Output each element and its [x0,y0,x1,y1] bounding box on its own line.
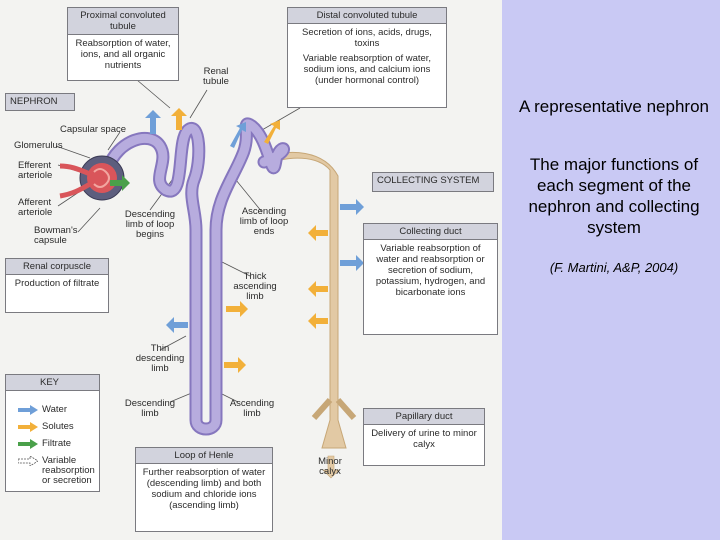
label-desc-begins: Descending limb of loop begins [124,209,176,240]
nephron-tag: NEPHRON [5,93,75,111]
pct-text: Reabsorption of water, ions, and all org… [75,38,171,71]
nephron-diagram [55,79,364,479]
solutes-key-icon [18,422,38,432]
papillary-duct-box: Papillary duct Delivery of urine to mino… [363,408,485,466]
key-filtrate-label: Filtrate [42,438,72,449]
filtrate-key-icon [18,439,38,449]
dct-text-2: Variable reabsorption of water, sodium i… [302,53,432,86]
key-variable-label: Variable reabsorption or secretion [42,455,95,486]
key-box: KEY Water Solutes Filtrate Variable reab… [5,374,100,492]
dct-title: Distal convoluted tubule [288,8,446,24]
loop-of-henle-title: Loop of Henle [136,448,272,464]
dct-text-1: Secretion of ions, acids, drugs, toxins [302,27,432,49]
label-efferent: Efferent arteriole [18,160,53,181]
glomerulus-shape [59,155,125,201]
solute-arrow [226,301,248,317]
papillary-duct-text: Delivery of urine to minor calyx [371,428,477,450]
collecting-duct-title: Collecting duct [364,224,497,240]
papillary-duct-title: Papillary duct [364,409,484,425]
side-panel: A representative nephron The major funct… [502,0,720,540]
slide-title: A representative nephron [519,97,709,116]
water-arrow [145,110,161,134]
solute-arrow [171,108,187,130]
solute-arrow [308,225,328,241]
loop-of-henle-text: Further reabsorption of water (descendin… [142,467,266,511]
key-water-label: Water [42,404,67,415]
filtrate-arrow [110,175,130,191]
label-minor-calyx: Minor calyx [318,456,342,477]
water-arrow [230,122,246,148]
slide-citation: (F. Martini, A&P, 2004) [549,260,679,275]
label-asc-limb: Ascending limb [229,398,275,419]
urine-arrow [322,455,340,479]
loop-of-henle-box: Loop of Henle Further reabsorption of wa… [135,447,273,532]
collecting-duct-text: Variable reabsorption of water and reabs… [375,243,486,298]
water-arrow [166,317,188,333]
label-glomerulus: Glomerulus [14,140,63,151]
water-key-icon [18,405,38,415]
label-afferent: Afferent arteriole [18,197,53,218]
flow-arrows [110,108,364,479]
label-asc-ends: Ascending limb of loop ends [239,206,289,237]
solute-arrow [308,313,328,329]
slide-subtitle: The major functions of each segment of t… [528,155,700,237]
label-bowmans: Bowman's capsule [34,225,78,246]
solute-arrow [224,357,246,373]
collecting-duct-box: Collecting duct Variable reabsorption of… [363,223,498,335]
variable-key-icon [18,456,38,466]
renal-corpuscle-title: Renal corpuscle [6,259,108,275]
renal-corpuscle-text: Production of filtrate [14,278,100,289]
label-desc-limb: Descending limb [124,398,176,419]
key-solutes-label: Solutes [42,421,74,432]
water-arrow [340,199,364,215]
key-title: KEY [6,375,99,391]
solute-arrow [264,120,280,144]
renal-tubule-shape [101,117,290,436]
water-arrow [340,255,364,271]
label-thick-asc: Thick ascending limb [233,271,277,302]
solute-arrow [308,281,328,297]
collecting-system-tag: COLLECTING SYSTEM [372,172,494,192]
pct-box: Proximal convoluted tubule Reabsorption … [67,7,179,81]
label-renal-tubule: Renal tubule [203,66,229,87]
nephron-figure: Proximal convoluted tubule Reabsorption … [0,0,502,540]
pct-title: Proximal convoluted tubule [68,8,178,35]
label-thin-desc: Thin descending limb [135,343,185,374]
label-capsular-space: Capsular space [60,124,127,135]
renal-corpuscle-box: Renal corpuscle Production of filtrate [5,258,109,313]
dct-box: Distal convoluted tubule Secretion of io… [287,7,447,108]
